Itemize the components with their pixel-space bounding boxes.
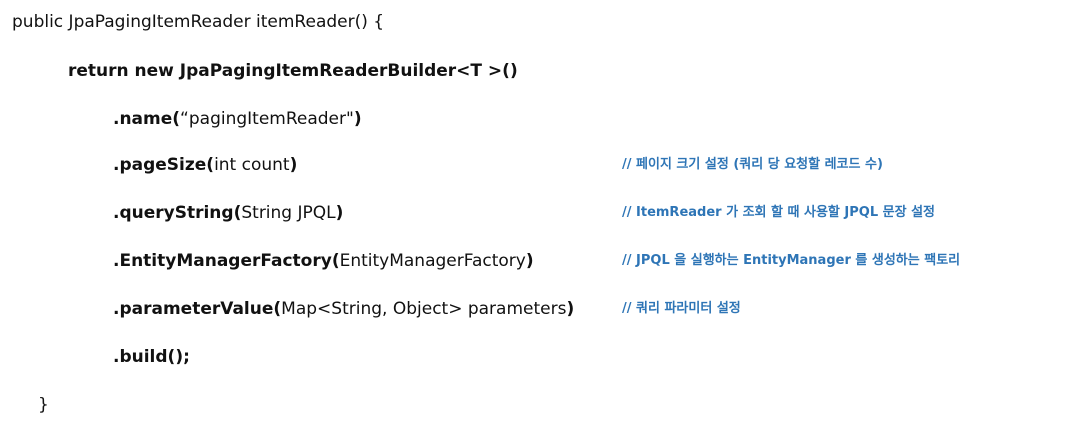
- code-line-closing-brace: }: [0, 390, 1069, 420]
- code-line-build: .build();: [0, 342, 1069, 372]
- name-call: .name(“pagingItemReader"): [113, 104, 362, 134]
- method-argument: “pagingItemReader": [180, 109, 354, 129]
- entity-manager-factory-comment: // JPQL 을 실행하는 EntityManager 를 생성하는 팩토리: [622, 253, 961, 268]
- query-string-call: .queryString(String JPQL): [113, 198, 343, 228]
- parameter-value-call: .parameterValue(Map<String, Object> para…: [113, 294, 574, 324]
- page-size-call: .pageSize(int count): [113, 150, 297, 180]
- method-name: .queryString(: [113, 203, 242, 223]
- closing-brace: }: [38, 395, 49, 415]
- method-name: .EntityManagerFactory(: [113, 251, 340, 271]
- method-argument: int count: [214, 155, 290, 175]
- code-line-method-signature: public JpaPagingItemReader itemReader() …: [0, 7, 1069, 37]
- method-close-paren: ): [335, 203, 344, 223]
- code-line-name: .name(“pagingItemReader"): [0, 104, 1069, 134]
- entity-manager-factory-call: .EntityManagerFactory(EntityManagerFacto…: [113, 246, 534, 276]
- code-line-query-string: .queryString(String JPQL) // ItemReader …: [0, 198, 1069, 228]
- code-line-return-builder: return new JpaPagingItemReaderBuilder<T …: [0, 56, 1069, 86]
- method-name: .name(: [113, 109, 181, 129]
- code-line-entity-manager-factory: .EntityManagerFactory(EntityManagerFacto…: [0, 246, 1069, 276]
- method-argument: Map<String, Object> parameters: [281, 299, 567, 319]
- code-line-parameter-value: .parameterValue(Map<String, Object> para…: [0, 294, 1069, 324]
- method-close-paren: ): [289, 155, 298, 175]
- method-close-paren: ): [525, 251, 534, 271]
- query-string-comment: // ItemReader 가 조회 할 때 사용할 JPQL 문장 설정: [622, 205, 935, 220]
- parameter-value-comment: // 쿼리 파라미터 설정: [622, 301, 741, 316]
- method-name: .parameterValue(: [113, 299, 282, 319]
- build-call: .build();: [113, 347, 190, 367]
- method-argument: EntityManagerFactory: [339, 251, 526, 271]
- method-argument: String JPQL: [241, 203, 336, 223]
- method-close-paren: ): [353, 109, 362, 129]
- method-close-paren: ): [566, 299, 575, 319]
- code-line-page-size: .pageSize(int count) // 페이지 크기 설정 (쿼리 당 …: [0, 150, 1069, 180]
- method-name: .pageSize(: [113, 155, 215, 175]
- return-builder-statement: return new JpaPagingItemReaderBuilder<T …: [68, 61, 518, 81]
- method-signature: public JpaPagingItemReader itemReader() …: [12, 12, 385, 32]
- page-size-comment: // 페이지 크기 설정 (쿼리 당 요청할 레코드 수): [622, 157, 883, 172]
